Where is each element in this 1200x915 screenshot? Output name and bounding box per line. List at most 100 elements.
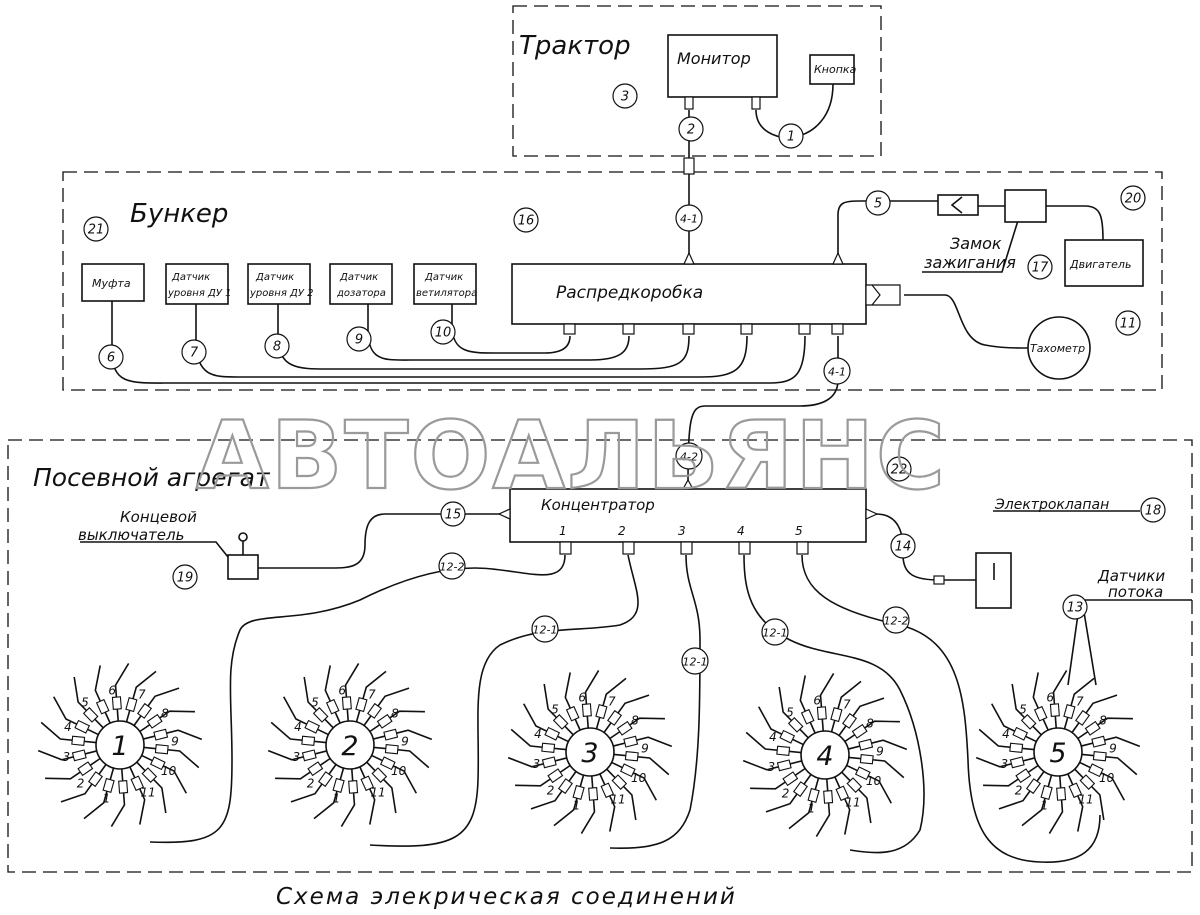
flow-sensor [807, 787, 820, 803]
dispenser-sensor-box [329, 263, 393, 305]
callout-21: 21 [83, 216, 109, 242]
sensor-number: 2 [307, 776, 315, 790]
flow-sensor [823, 790, 834, 804]
seed-tube [584, 670, 600, 729]
callout-5: 5 [865, 190, 891, 216]
flow-sensor [125, 697, 138, 713]
flow-sensor [1015, 768, 1032, 784]
flow-sensor [1063, 704, 1076, 720]
sensor-number: 7 [608, 695, 616, 709]
svg-text:14: 14 [895, 540, 912, 555]
flow-sensor [301, 735, 316, 746]
flow-sensor [792, 781, 808, 798]
svg-text:20: 20 [1125, 192, 1142, 207]
flow-sensor [383, 728, 399, 741]
flow-sensor [830, 707, 843, 723]
limit-switch-box [227, 554, 259, 580]
callout-17: 17 [1027, 254, 1053, 280]
svg-text:12-1: 12-1 [683, 656, 708, 669]
sensor-number: 6 [108, 684, 116, 698]
sensor-number: 9 [1109, 742, 1117, 756]
callout-20: 20 [1120, 185, 1146, 211]
limit-switch-label-line1: Концевой [120, 508, 197, 526]
flow-sensor [782, 771, 799, 787]
flow-sensor [776, 745, 791, 756]
flow-sensor [348, 780, 359, 794]
sensor-number: 11 [1078, 792, 1093, 806]
flow-sensor [547, 768, 564, 784]
flow-sensor [1091, 735, 1107, 748]
svg-text:2: 2 [687, 123, 695, 138]
flow-sensor [154, 744, 169, 755]
callout-16: 16 [513, 207, 539, 233]
button-box [809, 54, 855, 85]
flow-sensor [1012, 726, 1029, 741]
sensor-number: 8 [1099, 713, 1107, 727]
flow-sensor [1040, 784, 1053, 800]
callout-12-2: 12-2 [882, 606, 910, 634]
flow-sensor [1087, 763, 1104, 778]
flow-sensor [619, 763, 636, 778]
flow-sensor [541, 756, 557, 769]
flow-sensor [111, 696, 122, 710]
svg-text:12-1: 12-1 [533, 624, 558, 637]
sensor-number: 9 [401, 735, 409, 749]
callout-7: 7 [181, 339, 207, 365]
flow-sensor [581, 703, 592, 717]
tachometer-label: Тахометр [1030, 342, 1085, 355]
flow-sensor [332, 777, 345, 793]
seed-tube [819, 673, 835, 732]
svg-text:12-2: 12-2 [440, 561, 465, 574]
distribution-box-ports [563, 251, 901, 335]
svg-text:4-2: 4-2 [680, 451, 698, 464]
seed-tube [340, 768, 356, 827]
flow-sensor [87, 771, 103, 788]
sensor-number: 5 [786, 706, 794, 720]
sensor-number: 5 [81, 696, 89, 710]
svg-text:18: 18 [1145, 504, 1162, 519]
sensor-number: 3 [63, 750, 71, 764]
flow-sensor [859, 754, 874, 765]
ignition-lock-box [1004, 189, 1047, 223]
flow-sensor [137, 702, 153, 719]
distribution-box-label: Распредкоробка [556, 283, 703, 303]
sensor-number: 4 [294, 720, 302, 734]
flow-sensor [565, 705, 580, 722]
watermark: АВТОАЛЬЯНС [196, 402, 947, 511]
tractor-connector [683, 157, 695, 175]
callout-12-1: 12-1 [531, 615, 559, 643]
svg-text:21: 21 [88, 223, 105, 238]
dispenser-sensor-label-line1: Датчик [339, 272, 378, 283]
seeding-unit-region [7, 439, 1193, 873]
sensor-number: 4 [534, 727, 542, 741]
level-sensor-1-label-line1: Датчик [171, 272, 210, 283]
flow-sensor [360, 775, 375, 792]
flow-sensor [325, 698, 340, 715]
sensor-number: 8 [631, 713, 639, 727]
seed-tube [344, 663, 360, 722]
flow-sensor [595, 704, 608, 720]
sensor-number: 4 [769, 730, 777, 744]
callout-8: 8 [264, 333, 290, 359]
distributor-number: 2 [341, 731, 358, 762]
callout-4-1: 4-1 [823, 357, 851, 385]
callout-13: 13 [1062, 594, 1088, 620]
sensor-number: 3 [293, 750, 301, 764]
sensor-number: 7 [138, 688, 146, 702]
callout-14: 14 [890, 533, 916, 559]
flow-sensor [355, 697, 368, 713]
callout-12-2: 12-2 [438, 552, 466, 580]
concentrator-port-label: 1 [559, 524, 567, 538]
svg-text:12-2: 12-2 [884, 615, 909, 628]
concentrator-port-label: 5 [795, 524, 803, 538]
flow-sensor [851, 723, 868, 739]
sensor-number: 3 [768, 760, 776, 774]
sensor-number: 3 [1001, 757, 1009, 771]
level-sensor-2-label-line1: Датчик [255, 272, 294, 283]
svg-text:1: 1 [787, 130, 795, 145]
engine-label: Двигатель [1069, 258, 1131, 271]
